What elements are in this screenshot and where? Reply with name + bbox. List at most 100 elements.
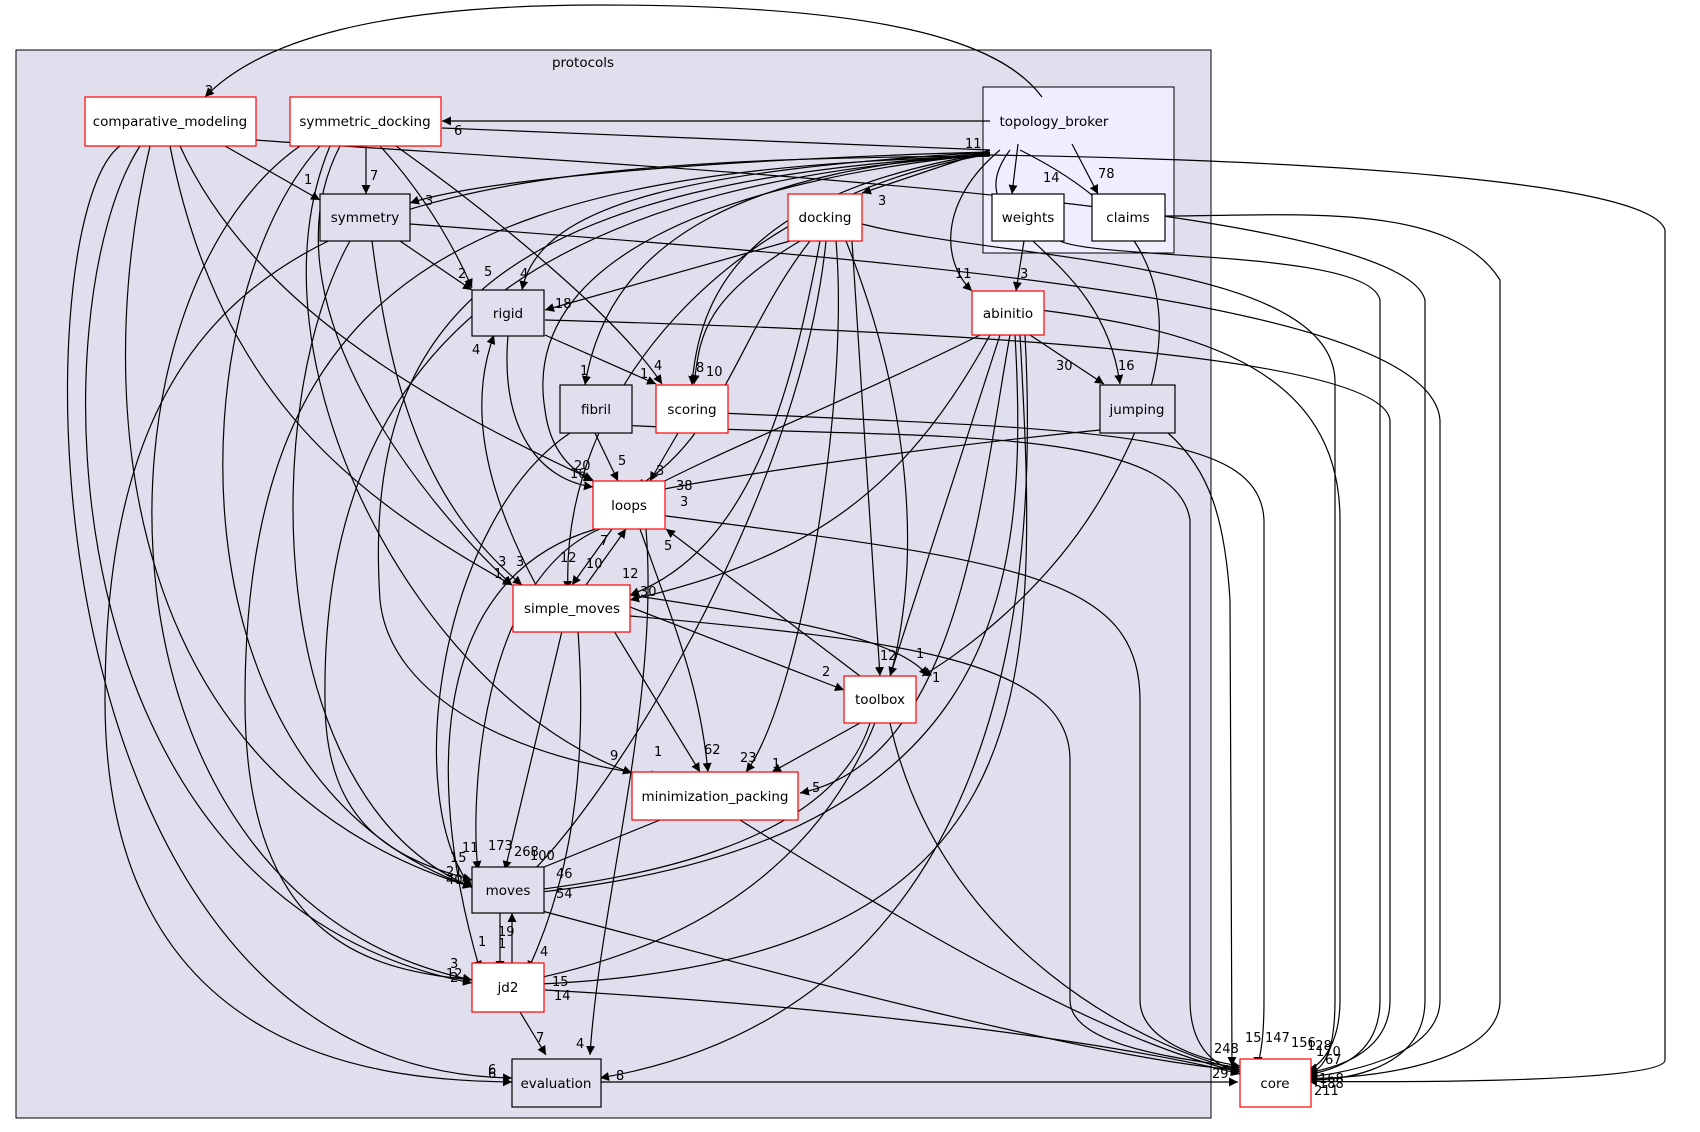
edge-label: 128: [1307, 1039, 1332, 1054]
node-fibril[interactable]: fibril: [559, 384, 633, 434]
edge-label: 168: [1319, 1072, 1344, 1087]
edge-label: 38: [676, 479, 693, 494]
edge-weights-abinitio: [1012, 240, 1025, 292]
edge-label: 173: [488, 839, 513, 854]
edge-symmetry-simple-moves: [371, 240, 523, 586]
node-loops[interactable]: loops: [592, 480, 666, 530]
edge-claims-core: [1164, 214, 1501, 1084]
edge-loops-core: [635, 511, 1241, 1070]
node-claims[interactable]: claims: [1091, 193, 1166, 242]
edge-labels-layer: 2 6 11 14 78 3 3 11 1 7 3 2 5 4 18 16 30…: [205, 84, 1344, 1099]
edge-label: 4: [576, 1037, 584, 1052]
edge-topology-broker-scoring: [688, 152, 991, 386]
edge-label: 14: [554, 989, 571, 1004]
edge-label: 156: [1291, 1036, 1316, 1051]
edge-label: 3: [1020, 267, 1028, 282]
edge-label: 170: [1316, 1045, 1341, 1060]
edge-label: 29: [1212, 1067, 1229, 1082]
edge-rigid-core: [544, 319, 1391, 1076]
edge-comparative-modeling-moves: [124, 145, 473, 889]
edge-topology-broker-weights: [1008, 143, 1019, 195]
node-moves[interactable]: moves: [471, 866, 545, 914]
edge-toolbox-loops: [665, 528, 861, 677]
node-core[interactable]: core: [1239, 1058, 1312, 1108]
edge-label: 3: [450, 957, 458, 972]
edge-topology-broker-jumping: [995, 149, 1124, 385]
edge-label: 6: [454, 124, 462, 139]
edge-topology-broker-symmetry: [409, 151, 991, 205]
edge-toolbox-moves: [511, 722, 871, 897]
edge-label: 67: [1325, 1053, 1342, 1068]
svg-text:fibril: fibril: [581, 402, 611, 418]
edge-simple-moves-toolbox: [629, 606, 845, 691]
edge-comparative-modeling-evaluation: [66, 145, 513, 1083]
edge-loops-mp: [639, 528, 712, 773]
edge-fibril-loops: [594, 432, 619, 482]
edge-label: 1: [640, 367, 648, 382]
svg-text:loops: loops: [611, 498, 647, 514]
edge-comparative-modeling-core: [254, 139, 1426, 1085]
edge-label: 4: [472, 343, 480, 358]
edge-label: 11: [965, 137, 982, 152]
edge-comparative-modeling-loops: [179, 145, 594, 481]
node-abinitio[interactable]: abinitio: [971, 290, 1045, 336]
edge-simple-moves-rigid: [481, 334, 537, 586]
edge-simple-moves-moves: [502, 630, 563, 871]
edge-label: 188: [1319, 1077, 1344, 1092]
edge-docking-moves: [511, 240, 827, 891]
edge-toolbox-mp: [771, 722, 861, 773]
edge-label: 8: [696, 361, 704, 376]
edge-label: 5: [664, 539, 672, 554]
edge-label: 15: [450, 851, 467, 866]
edge-symmetric-docking-topology-broker: [441, 127, 991, 151]
edge-simple-moves-mp: [613, 630, 701, 773]
svg-text:simple_moves: simple_moves: [524, 601, 620, 617]
edge-label: 211: [1314, 1084, 1339, 1099]
edge-abinitio-mp: [799, 334, 1011, 796]
node-evaluation[interactable]: evaluation: [511, 1058, 602, 1108]
node-docking[interactable]: docking: [787, 193, 863, 242]
svg-text:weights: weights: [1002, 210, 1055, 226]
edge-label: 40: [446, 873, 463, 888]
svg-text:symmetric_docking: symmetric_docking: [299, 114, 430, 130]
node-minimization-packing[interactable]: minimization_packing: [631, 771, 799, 821]
node-toolbox[interactable]: toolbox: [843, 675, 917, 724]
edge-symmetric-docking-scoring: [395, 145, 663, 385]
edge-label: 62: [704, 743, 721, 758]
edge-label: 268: [514, 845, 539, 860]
node-jumping[interactable]: jumping: [1099, 384, 1176, 434]
svg-text:rigid: rigid: [493, 306, 523, 322]
node-weights[interactable]: weights: [991, 193, 1065, 242]
edge-topology-broker-jd2: [244, 155, 991, 984]
edge-rigid-scoring: [544, 334, 657, 385]
edge-label: 1: [654, 745, 662, 760]
node-jd2[interactable]: jd2: [471, 962, 545, 1013]
edge-scoring-loops: [649, 432, 679, 482]
edge-topology-broker-simple-moves: [563, 153, 991, 591]
edge-label: 5: [618, 454, 626, 469]
edge-comparative-modeling-jd2: [85, 145, 473, 986]
edge-label: 1: [580, 364, 588, 379]
node-simple-moves[interactable]: simple_moves: [512, 584, 631, 633]
svg-text:minimization_packing: minimization_packing: [641, 789, 788, 805]
node-scoring[interactable]: scoring: [655, 384, 729, 434]
svg-text:core: core: [1260, 1076, 1289, 1092]
node-comparative-modeling[interactable]: comparative_modeling: [84, 96, 257, 147]
edge-topology-broker-evaluation: [104, 155, 991, 1087]
edge-label: 78: [1098, 167, 1115, 182]
edge-symmetry-moves: [292, 240, 473, 888]
edge-comparative-modeling-symmetry: [224, 145, 321, 201]
edge-label: 147: [1265, 1031, 1290, 1046]
node-rigid[interactable]: rigid: [471, 289, 545, 337]
node-symmetry[interactable]: symmetry: [319, 193, 411, 242]
svg-text:moves: moves: [486, 883, 531, 899]
edge-docking-rigid: [544, 240, 791, 312]
edge-label: 16: [1118, 359, 1135, 374]
edge-docking-toolbox: [851, 240, 884, 677]
edge-fibril-core: [619, 424, 1241, 1075]
edge-label: 248: [1214, 1042, 1239, 1057]
edge-label: 5: [484, 265, 492, 280]
node-topology-broker[interactable]: topology_broker: [1000, 114, 1109, 130]
edge-fibril-moves: [435, 432, 571, 889]
node-symmetric-docking[interactable]: symmetric_docking: [289, 96, 442, 147]
